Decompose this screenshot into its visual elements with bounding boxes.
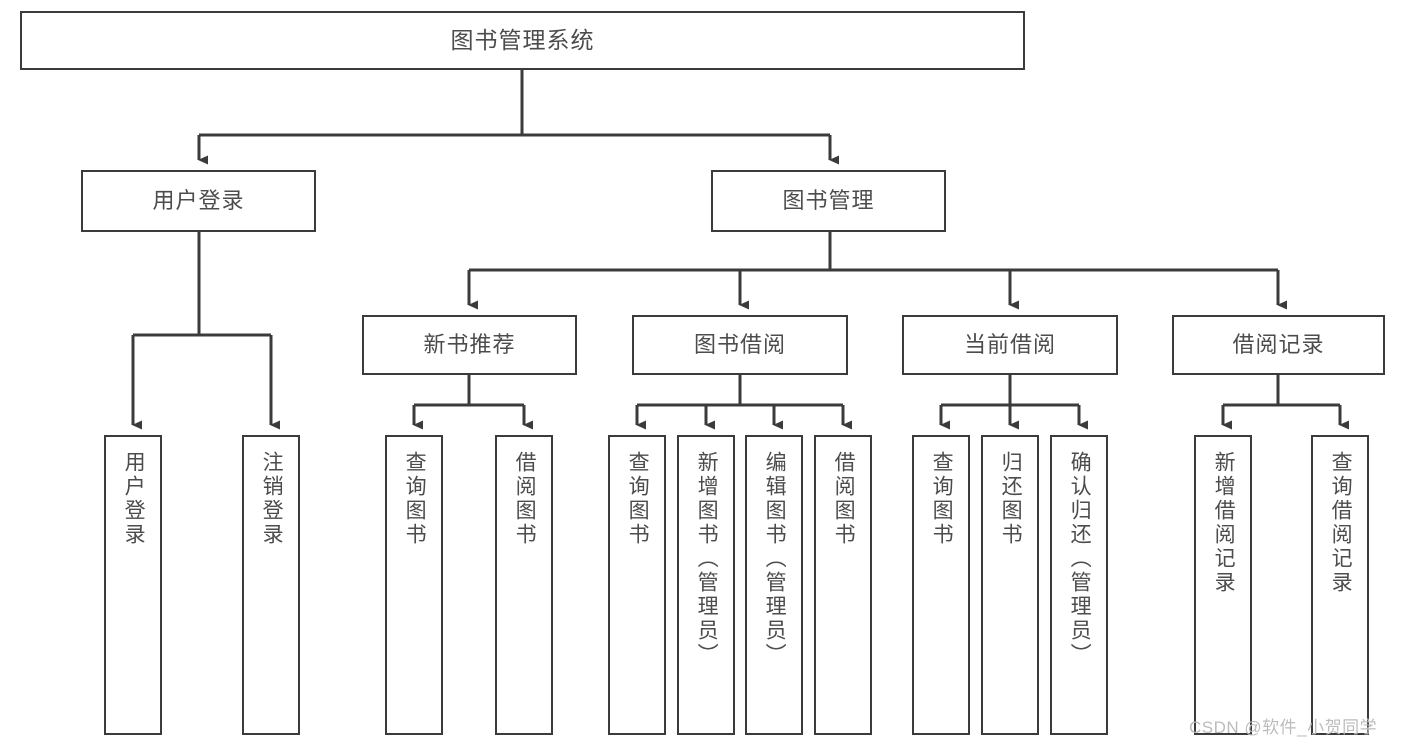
node-current-borrow[interactable]: 当前借阅 <box>902 315 1118 375</box>
leaf-user-login-signin[interactable]: 用户登录 <box>104 435 162 735</box>
leaf-borrow-edit-book[interactable]: 编辑图书（管理员） <box>745 435 803 735</box>
leaf-borrow-add-book-label: 新增图书（管理员） <box>695 451 719 667</box>
node-current-borrow-label: 当前借阅 <box>963 332 1056 358</box>
leaf-borrow-query-book[interactable]: 查询图书 <box>608 435 666 735</box>
leaf-borrow-borrow-book-label: 借阅图书 <box>832 451 856 547</box>
leaf-current-return-book[interactable]: 归还图书 <box>981 435 1039 735</box>
leaf-new-book-query[interactable]: 查询图书 <box>385 435 443 735</box>
leaf-user-login-signin-label: 用户登录 <box>122 451 146 547</box>
leaf-current-query-book-label: 查询图书 <box>930 451 954 547</box>
node-new-book-recommend[interactable]: 新书推荐 <box>362 315 577 375</box>
leaf-user-login-signout-label: 注销登录 <box>260 451 284 547</box>
node-root-system[interactable]: 图书管理系统 <box>20 11 1025 70</box>
node-book-borrow-label: 图书借阅 <box>693 332 786 358</box>
leaf-new-book-borrow-label: 借阅图书 <box>513 451 537 547</box>
leaf-records-query-record-label: 查询借阅记录 <box>1329 451 1353 595</box>
leaf-new-book-query-label: 查询图书 <box>403 451 427 547</box>
leaf-new-book-borrow[interactable]: 借阅图书 <box>495 435 553 735</box>
node-root-system-label: 图书管理系统 <box>450 27 595 54</box>
leaf-user-login-signout[interactable]: 注销登录 <box>242 435 300 735</box>
node-user-login[interactable]: 用户登录 <box>81 170 316 232</box>
leaf-current-confirm-return[interactable]: 确认归还（管理员） <box>1050 435 1108 735</box>
leaf-records-add-record[interactable]: 新增借阅记录 <box>1194 435 1252 735</box>
node-book-borrow[interactable]: 图书借阅 <box>632 315 848 375</box>
node-book-management[interactable]: 图书管理 <box>711 170 946 232</box>
node-new-book-recommend-label: 新书推荐 <box>423 332 516 358</box>
node-borrow-records[interactable]: 借阅记录 <box>1172 315 1385 375</box>
leaf-current-query-book[interactable]: 查询图书 <box>912 435 970 735</box>
leaf-records-query-record[interactable]: 查询借阅记录 <box>1311 435 1369 735</box>
node-borrow-records-label: 借阅记录 <box>1232 332 1325 358</box>
node-user-login-label: 用户登录 <box>152 188 245 214</box>
leaf-borrow-query-book-label: 查询图书 <box>626 451 650 547</box>
leaf-records-add-record-label: 新增借阅记录 <box>1212 451 1236 595</box>
leaf-borrow-edit-book-label: 编辑图书（管理员） <box>763 451 787 667</box>
leaf-borrow-borrow-book[interactable]: 借阅图书 <box>814 435 872 735</box>
leaf-borrow-add-book[interactable]: 新增图书（管理员） <box>677 435 735 735</box>
leaf-current-confirm-return-label: 确认归还（管理员） <box>1068 451 1092 667</box>
leaf-current-return-book-label: 归还图书 <box>999 451 1023 547</box>
node-book-management-label: 图书管理 <box>782 188 875 214</box>
